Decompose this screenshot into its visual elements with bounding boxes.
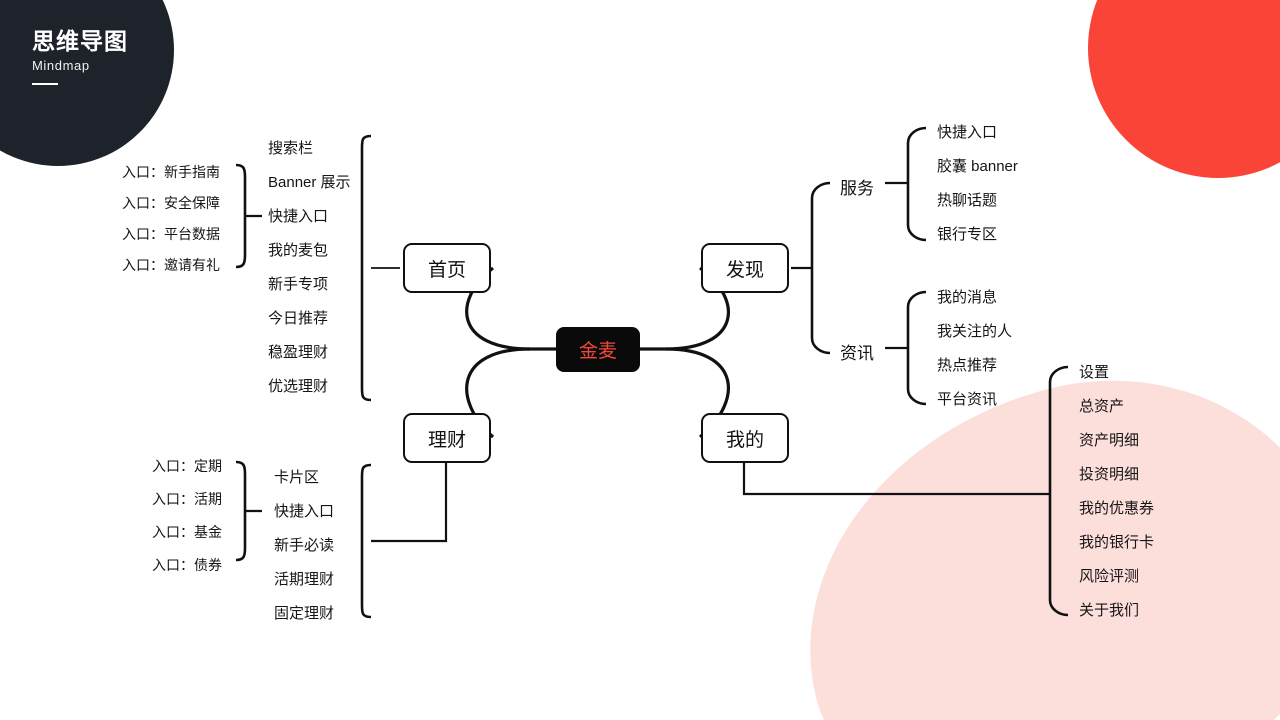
list-item[interactable]: 入口：邀请有礼	[122, 257, 220, 273]
list-item[interactable]: 快捷入口	[268, 208, 329, 225]
list-item[interactable]: 新手专项	[268, 276, 329, 293]
list-item[interactable]: 优选理财	[268, 378, 329, 395]
branch-node-mine[interactable]: 我的	[701, 413, 789, 463]
list-item[interactable]: 平台资讯	[937, 391, 998, 408]
underline-rule-icon	[32, 83, 58, 86]
page-subtitle: Mindmap	[32, 58, 90, 74]
list-item[interactable]: 固定理财	[274, 605, 335, 622]
list-item[interactable]: 关于我们	[1079, 602, 1140, 619]
root-node[interactable]: 金麦	[556, 327, 640, 372]
group-label-news[interactable]: 资讯	[838, 339, 876, 364]
branch-node-mine-label: 我的	[725, 429, 764, 451]
list-item[interactable]: 胶囊 banner	[937, 158, 1018, 175]
list-item[interactable]: 总资产	[1079, 398, 1125, 415]
list-item[interactable]: 卡片区	[274, 469, 320, 486]
list-item[interactable]: 设置	[1079, 364, 1110, 381]
pink-blob-decoration	[757, 330, 1280, 720]
branch-node-home[interactable]: 首页	[403, 243, 491, 293]
list-item[interactable]: 风险评测	[1079, 568, 1140, 585]
list-item[interactable]: 资产明细	[1079, 432, 1140, 449]
list-item[interactable]: 入口：安全保障	[122, 195, 220, 211]
list-item[interactable]: 入口：活期	[152, 491, 222, 507]
branch-node-finance[interactable]: 理财	[403, 413, 491, 463]
list-item[interactable]: 新手必读	[274, 537, 335, 554]
list-item[interactable]: 入口：平台数据	[122, 226, 220, 242]
branch-node-home-label: 首页	[427, 259, 466, 281]
list-item[interactable]: 入口：新手指南	[122, 164, 220, 180]
list-item[interactable]: 搜索栏	[268, 140, 314, 157]
list-item[interactable]: 我的优惠券	[1079, 500, 1155, 517]
branch-node-discover[interactable]: 发现	[701, 243, 789, 293]
list-item[interactable]: 投资明细	[1079, 466, 1140, 483]
root-node-label: 金麦	[578, 341, 617, 362]
list-item[interactable]: 今日推荐	[268, 310, 329, 327]
red-circle-decoration	[1088, 0, 1280, 178]
list-item[interactable]: 入口：债券	[152, 557, 222, 573]
list-item[interactable]: 我关注的人	[937, 323, 1013, 340]
list-item[interactable]: 稳盈理财	[268, 344, 329, 361]
group-label-service[interactable]: 服务	[838, 174, 876, 199]
list-item[interactable]: 热点推荐	[937, 357, 998, 374]
list-item[interactable]: 入口：定期	[152, 458, 222, 474]
list-item[interactable]: 我的银行卡	[1079, 534, 1155, 551]
list-item[interactable]: 快捷入口	[274, 503, 335, 520]
list-item[interactable]: 热聊话题	[937, 192, 998, 209]
branch-node-discover-label: 发现	[725, 259, 764, 281]
header: 思维导图 Mindmap	[32, 28, 128, 86]
list-item[interactable]: 我的消息	[937, 289, 998, 306]
branch-node-finance-label: 理财	[427, 429, 466, 451]
list-item[interactable]: 快捷入口	[937, 124, 998, 141]
list-item[interactable]: 银行专区	[937, 226, 998, 243]
list-item[interactable]: Banner 展示	[268, 174, 351, 191]
list-item[interactable]: 我的麦包	[268, 242, 329, 259]
list-item[interactable]: 活期理财	[274, 571, 335, 588]
list-item[interactable]: 入口：基金	[152, 524, 222, 540]
page-title: 思维导图	[32, 28, 128, 54]
